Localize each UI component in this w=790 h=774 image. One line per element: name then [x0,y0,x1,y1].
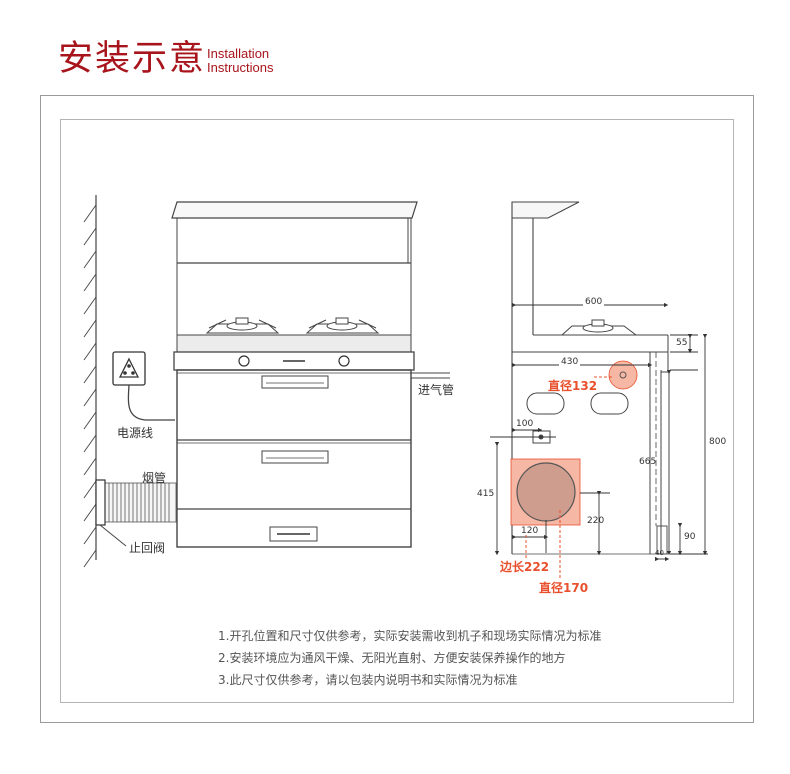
note-item: 2.安装环境应为通风干燥、无阳光直射、方便安装保养操作的地方 [218,651,566,665]
label-check-valve: 止回阀 [129,541,166,555]
page-title: 安装示意 [58,39,207,79]
dim-120: 120 [521,526,539,536]
title-en-line1: Installation [207,46,270,61]
check-valve-leader [99,524,127,547]
cutout-circle-132 [608,360,638,390]
check-valve [95,479,106,526]
title-en-line2: Instructions [207,60,274,75]
dim-415: 415 [477,489,495,499]
label-side-222: 边长222 [500,560,550,574]
burner-icon [205,317,380,334]
note-item: 1.开孔位置和尺寸仅供参考，实际安装需收到机子和现场实际情况为标准 [218,629,602,643]
inner-frame [60,119,734,703]
intake-pipe [411,372,450,379]
control-knob-icon [238,355,350,367]
dimension-lines [490,302,708,562]
label-diameter-132: 直径132 [548,379,598,393]
page-title-en: Installation Instructions [207,47,273,75]
dim-90: 90 [684,532,696,542]
cabinet-front [171,201,418,548]
label-diameter-170: 直径170 [539,581,589,595]
dim-430: 430 [559,357,581,367]
wall [83,195,97,568]
label-intake-pipe: 进气管 [418,383,455,397]
flue-pipe [95,482,177,523]
power-socket-icon [112,351,146,386]
dim-55: 55 [676,338,688,348]
dim-665: 665 [639,457,657,467]
cutout-circle-170 [516,462,576,522]
dim-40: 40 [655,549,664,557]
note-item: 3.此尺寸仅供参考，请以包装内说明书和实际情况为标准 [218,673,518,687]
power-cord [127,384,175,421]
dim-800: 800 [709,437,727,447]
dim-100: 100 [516,419,534,429]
side-burner-icon [560,319,638,336]
outer-frame [40,95,754,723]
label-power-cord: 电源线 [117,426,154,440]
install-notes: 1.开孔位置和尺寸仅供参考，实际安装需收到机子和现场实际情况为标准 2.安装环境… [218,625,601,691]
label-flue-pipe: 烟管 [142,471,167,485]
accent-leaders [525,376,614,578]
dim-600: 600 [583,297,605,307]
dim-220: 220 [587,516,605,526]
